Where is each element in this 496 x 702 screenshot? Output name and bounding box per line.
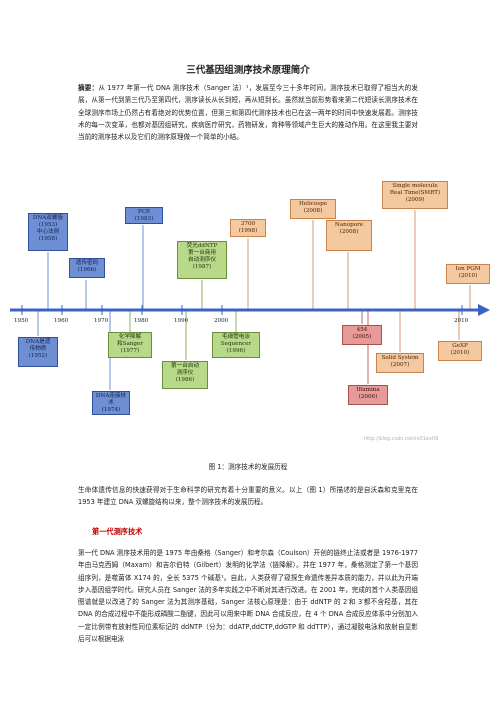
event-dna-ligation: DNA连接技 术 (1974) <box>92 391 130 415</box>
event-dna-double-helix: DNA双螺旋 (1953) 中心法则 (1958) <box>28 213 68 251</box>
abstract-label: 摘要： <box>78 84 99 92</box>
year-label: 1980 <box>134 318 149 324</box>
figure-caption: 图 1：测序技术的发展历程 <box>208 463 288 471</box>
event-helicospe: Helicospe (2008) <box>290 199 336 219</box>
timeline-connectors <box>37 225 144 390</box>
event-first-auto-sequencer: 第一台自动 测序仪 (1986) <box>162 361 208 389</box>
event-smrt: Single molecule Real Time(SMRT) (2009) <box>382 181 448 209</box>
event-3700: 3700 (1998) <box>230 219 266 237</box>
timeline-connectors-orange <box>247 210 471 352</box>
year-label: 2000 <box>214 318 229 324</box>
abstract-text: 从 1977 年第一代 DNA 测序技术（Sanger 法）¹，发展至今三十多年… <box>78 84 419 142</box>
event-capillary: 毛细管电泳 Sequencer (1996) <box>212 332 260 358</box>
page-title: 三代基因组测序技术原理简介 <box>186 65 310 76</box>
event-genetic-code: 遗传密码 (1966) <box>69 258 105 278</box>
event-ion-pgm: Ion PGM (2010) <box>446 264 490 284</box>
event-illumina: Illumina (2006) <box>348 385 388 405</box>
timeline-arrow-icon <box>478 304 490 316</box>
year-label: 1970 <box>94 318 109 324</box>
event-gexp: GeXP (2010) <box>438 341 482 361</box>
event-nanopore: Nanopore (2008) <box>326 220 372 251</box>
year-label: 1950 <box>14 318 29 324</box>
timeline-figure <box>10 210 490 390</box>
abstract: 摘要：从 1977 年第一代 DNA 测序技术（Sanger 法）¹，发展至今三… <box>78 82 418 143</box>
year-label: 2010 <box>454 318 469 324</box>
section-heading: 第一代测序技术 <box>92 527 143 536</box>
event-chemical-degradation: 化学降解 和Sanger (1977) <box>108 332 152 358</box>
timeline-connectors-pink <box>361 309 369 384</box>
section-paragraph: 第一代 DNA 测序技术用的是 1975 年由桑格（Sanger）和考尔森（Co… <box>78 549 418 644</box>
timeline-connectors-green <box>129 280 237 360</box>
watermark: http://blog.csdn.net/rs01ev09 <box>364 436 439 442</box>
event-pcr: PCR (1983) <box>125 207 163 224</box>
event-454: 454 (2005) <box>342 325 382 345</box>
event-solid: Solid System (2007) <box>376 353 424 373</box>
year-label: 1990 <box>174 318 189 324</box>
event-fluorescent-ddntp: 荧光ddNTP 第一台商用 自动测序仪 (1987) <box>177 241 227 279</box>
year-label: 1960 <box>54 318 69 324</box>
intro-paragraph: 生命体遗传信息的快速获得对于生命科学的研究有着十分重要的意义。以上（图 1）所描… <box>78 486 418 507</box>
event-dna-genetic-material: DNA是遗 传物质 (1952) <box>18 337 58 367</box>
timeline-ticks <box>21 305 463 315</box>
